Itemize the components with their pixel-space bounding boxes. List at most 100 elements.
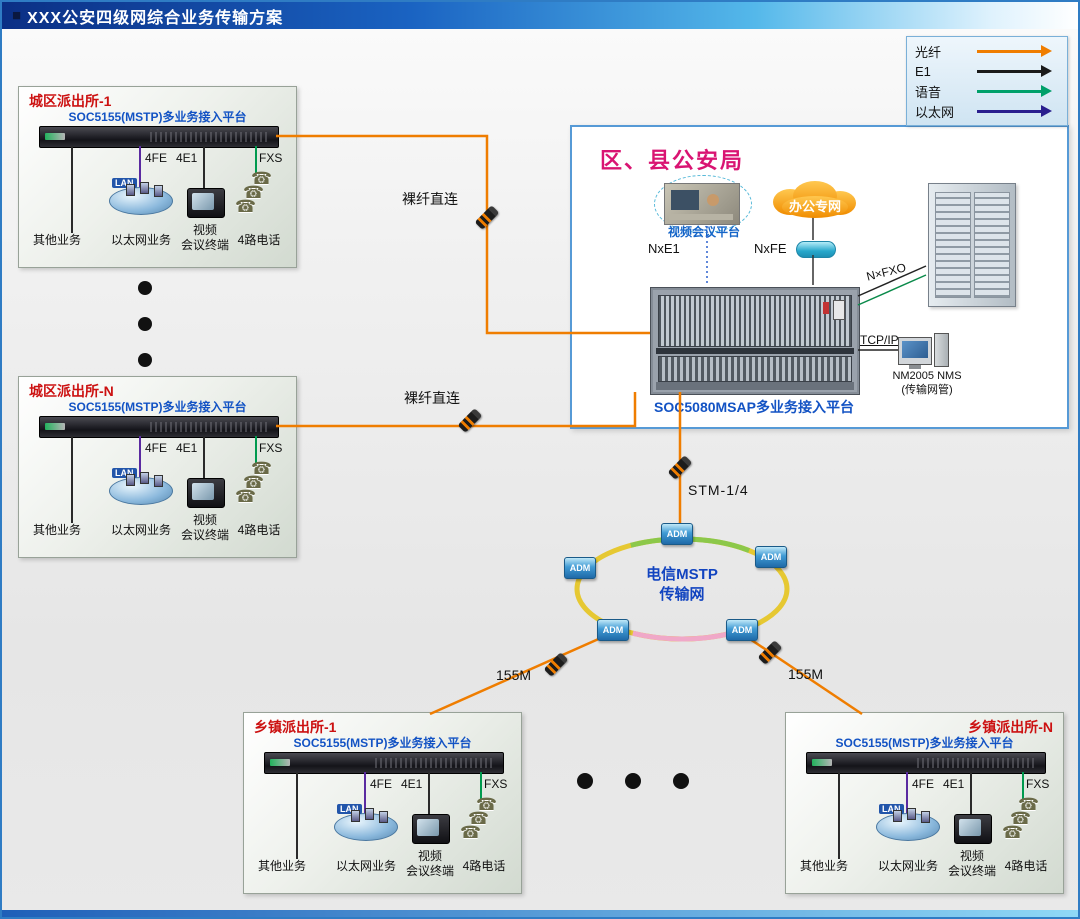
device-logo xyxy=(270,759,290,766)
service-other-label: 其他业务 xyxy=(32,523,81,537)
lan-device-icon xyxy=(154,475,163,487)
lan-hub-icon: LAN xyxy=(876,804,940,841)
ellipsis-dot xyxy=(673,773,689,789)
station-title: 乡镇派出所-N xyxy=(968,719,1053,735)
stm-label: STM-1/4 xyxy=(688,482,749,498)
lan-device-icon xyxy=(154,185,163,197)
phone-icon xyxy=(460,823,481,843)
lan-hub-icon: LAN xyxy=(109,468,173,505)
e1-line xyxy=(203,146,205,190)
tv-screen xyxy=(959,819,981,836)
port-4e1-label: 4E1 xyxy=(401,777,423,791)
lan-device-icon xyxy=(126,184,135,196)
monitor-stand xyxy=(909,365,921,369)
phones-icon xyxy=(235,171,295,223)
computer-tower-icon xyxy=(934,333,949,367)
ellipsis-dot xyxy=(138,281,152,295)
service-ethernet-label: 以太网业务 xyxy=(877,859,938,873)
station-title: 城区派出所-N xyxy=(29,383,114,399)
service-video-label: 视频 会议终端 xyxy=(947,849,996,878)
photo-detail xyxy=(669,214,733,220)
bare-fiber-label-top: 裸纤直连 xyxy=(402,191,458,207)
video-terminal-icon xyxy=(954,814,992,844)
adm-node: ADM xyxy=(661,523,693,545)
lan-device-icon xyxy=(140,472,149,484)
legend-item: 以太网 xyxy=(915,101,1059,121)
nxe1-label: NxE1 xyxy=(648,241,680,256)
legend-label: E1 xyxy=(915,63,931,79)
e1-line xyxy=(428,772,430,816)
device-logo xyxy=(812,759,832,766)
lan-device-icon xyxy=(893,810,902,822)
nxfe-label: NxFE xyxy=(754,241,787,256)
fiber-connector-icon xyxy=(457,408,483,433)
port-fxs-label: FXS xyxy=(259,441,283,455)
page-title: XXX公安四级网综合业务传输方案 xyxy=(27,9,284,27)
legend-arrow-icon xyxy=(973,65,1059,77)
port-4fe-label: 4FE xyxy=(912,777,935,791)
other-service-line xyxy=(838,772,840,859)
station-town-n: 乡镇派出所-NSOC5155(MSTP)多业务接入平台4FE4E1FXSLAN其… xyxy=(785,712,1064,894)
device-vents xyxy=(150,422,270,432)
legend-item: 光纤 xyxy=(915,41,1059,61)
service-phone-label: 4路电话 xyxy=(237,523,281,537)
phones-icon xyxy=(460,797,520,849)
bureau-box: 区、县公安局 视频会议平台 NxE1 NxFE N×FXO TCP/IP SOC… xyxy=(570,125,1069,429)
station-title: 乡镇派出所-1 xyxy=(254,719,337,735)
voice-line xyxy=(1022,772,1024,808)
bureau-platform-label: SOC5080MSAP多业务接入平台 xyxy=(654,399,854,415)
tv-screen xyxy=(417,819,439,836)
fiber-connector-icon xyxy=(757,640,783,665)
nms-label: NM2005 NMS (传输网管) xyxy=(892,370,962,397)
legend-arrow-icon xyxy=(973,105,1059,117)
ethernet-line xyxy=(906,772,908,814)
legend-item: 语音 xyxy=(915,81,1059,101)
legend-item: E1 xyxy=(915,61,1059,81)
station-platform-label: SOC5155(MSTP)多业务接入平台 xyxy=(293,736,472,750)
service-phone-label: 4路电话 xyxy=(237,233,281,247)
phones-icon xyxy=(1002,797,1062,849)
fiber-connector-icon xyxy=(667,455,693,480)
e1-line xyxy=(970,772,972,816)
adm-node: ADM xyxy=(564,557,596,579)
device-vents xyxy=(375,758,495,768)
video-platform-label: 视频会议平台 xyxy=(667,225,740,239)
pbx-cabinet xyxy=(928,183,1016,307)
photo-detail xyxy=(671,190,699,210)
station-city-n: 城区派出所-NSOC5155(MSTP)多业务接入平台4FE4E1FXSLAN其… xyxy=(18,376,297,558)
adm-node: ADM xyxy=(597,619,629,641)
port-fxs-label: FXS xyxy=(259,151,283,165)
soc5155-device xyxy=(39,416,279,438)
rack-cards xyxy=(658,356,852,382)
port-4e1-label: 4E1 xyxy=(176,151,198,165)
port-4fe-label: 4FE xyxy=(145,151,168,165)
video-terminal-icon xyxy=(412,814,450,844)
lan-hub-icon: LAN xyxy=(334,804,398,841)
service-other-label: 其他业务 xyxy=(257,859,306,873)
lan-tag: LAN xyxy=(112,178,137,188)
tcpip-label: TCP/IP xyxy=(860,333,899,347)
fiber-connector-icon xyxy=(543,652,569,677)
station-title: 城区派出所-1 xyxy=(29,93,112,109)
station-platform-label: SOC5155(MSTP)多业务接入平台 xyxy=(68,110,247,124)
service-ethernet-label: 以太网业务 xyxy=(335,859,396,873)
port-4fe-label: 4FE xyxy=(370,777,393,791)
legend-arrow-icon xyxy=(973,45,1059,57)
lan-device-icon xyxy=(365,808,374,820)
service-video-label: 视频 会议终端 xyxy=(180,513,229,542)
ethernet-line xyxy=(364,772,366,814)
ellipsis-dot xyxy=(138,353,152,367)
voice-line xyxy=(480,772,482,808)
soc5155-device xyxy=(806,752,1046,774)
rack-module xyxy=(823,302,829,314)
lan-device-icon xyxy=(126,474,135,486)
rack-module xyxy=(833,300,845,320)
title-bullet-icon: ■ xyxy=(12,7,22,24)
soc5155-device xyxy=(264,752,504,774)
cabinet-column xyxy=(935,192,971,298)
e1-line xyxy=(203,436,205,480)
port-4e1-label: 4E1 xyxy=(943,777,965,791)
station-platform-label: SOC5155(MSTP)多业务接入平台 xyxy=(835,736,1014,750)
lan-hub-icon: LAN xyxy=(109,178,173,215)
